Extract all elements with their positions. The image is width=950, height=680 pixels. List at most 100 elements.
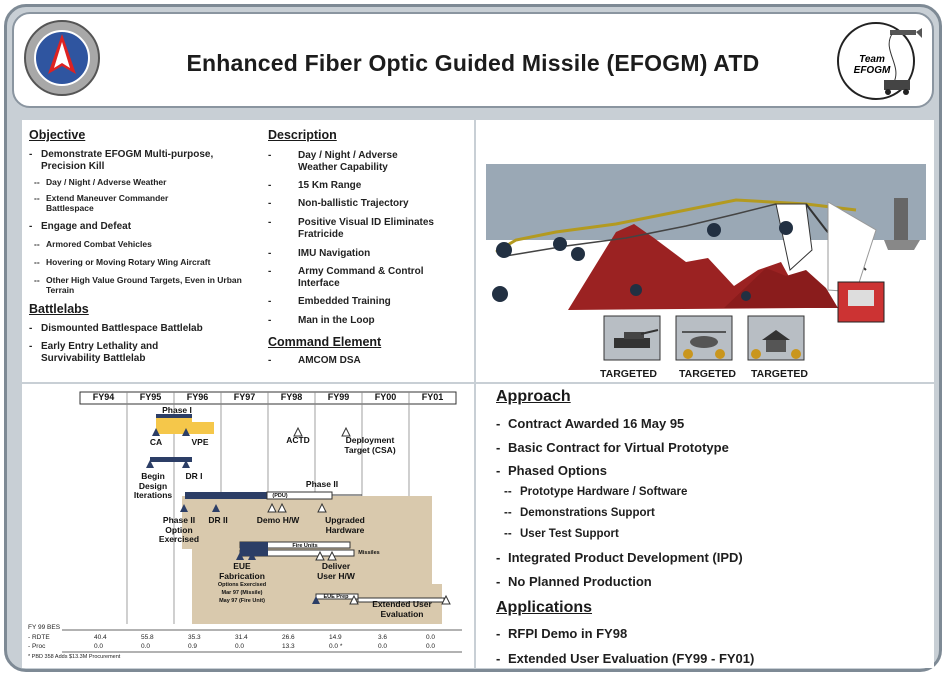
tower-icon [894, 198, 908, 242]
pdu-label: (PDU) [272, 493, 288, 499]
logo-efogm-text: EFOGM [854, 65, 891, 76]
approach-panel: Approach -Contract Awarded 16 May 95 -Ba… [476, 384, 934, 668]
objective-subitem: --Other High Value Ground Targets, Even … [34, 275, 242, 295]
phase1-label: Phase I [162, 405, 192, 415]
description-item: -Man in the Loop [268, 315, 375, 326]
funding-cell: 35.3 [188, 634, 201, 641]
fy-header: FY00 [374, 392, 397, 402]
objective-heading: Objective [29, 128, 86, 142]
description-item: -IMU Navigation [268, 248, 371, 259]
missile-option-date: Mar 97 (Missile) [221, 590, 263, 596]
eue-prep-label: EUE Prep [323, 594, 349, 600]
begin-design-label: Begin Design Iterations [133, 471, 173, 500]
description-item: -Embedded Training [268, 296, 391, 307]
approach-heading: Approach [496, 388, 571, 405]
actd-label: ACTD [286, 435, 310, 445]
objective-subitem: --Extend Maneuver Commander Battlespace [34, 193, 169, 213]
objective-item: -Demonstrate EFOGM Multi-purpose, Precis… [29, 149, 214, 172]
funding-cell: 0.0 [141, 643, 151, 650]
application-item: -RFPI Demo in FY98 [496, 626, 628, 641]
funding-row-label: - RDTE [28, 634, 50, 641]
target-building-image [747, 315, 805, 361]
vpe-label: VPE [191, 437, 209, 447]
funding-cell: 31.4 [235, 634, 248, 641]
funding-cell: 0.0 * [329, 643, 343, 650]
fy-header: FY01 [421, 392, 444, 402]
fire-unit-option-date: May 97 (Fire Unit) [219, 598, 265, 604]
dr1-label: DR I [185, 471, 203, 481]
description-item: -15 Km Range [268, 180, 362, 191]
fire-units-label: Fire Units [292, 543, 318, 549]
battlelab-item: -Dismounted Battlespace Battlelab [29, 323, 203, 334]
objective-subitem: --Hovering or Moving Rotary Wing Aircraf… [34, 257, 211, 267]
funding-note: * PBD 358 Adds $13.3M Procurement [28, 654, 121, 660]
eue-fabrication-label: EUE Fabrication [219, 561, 265, 581]
approach-item: -Contract Awarded 16 May 95 [496, 416, 685, 431]
demo-hw-label: Demo H/W [256, 515, 300, 525]
objective-item: -Engage and Defeat [29, 221, 132, 232]
funding-title: FY 99 BES [28, 624, 61, 631]
phase2-label: Phase II [305, 479, 339, 489]
target-label: TARGETED [600, 368, 657, 380]
description-heading: Description [268, 128, 337, 142]
description-item: -Positive Visual ID Eliminates Fratricid… [268, 217, 434, 240]
ca-label: CA [149, 437, 163, 447]
funding-cell: 0.0 [426, 643, 436, 650]
funding-cell: 40.4 [94, 634, 107, 641]
fy-header: FY98 [280, 392, 303, 402]
target-label: TARGETED [751, 368, 808, 380]
header-banner: Enhanced Fiber Optic Guided Missile (EFO… [12, 12, 934, 108]
fy-header: FY94 [92, 392, 115, 402]
team-efogm-logo-icon: Team EFOGM [837, 22, 922, 100]
logo-team-text: Team [859, 54, 885, 65]
options-exercised-label: Options Exercised [217, 582, 267, 588]
description-item: -Non-ballistic Trajectory [268, 198, 409, 209]
approach-item: -Basic Contract for Virtual Prototype [496, 440, 729, 455]
phase2-option-label: Phase II Option Exercised [158, 515, 200, 544]
funding-cell: 55.8 [141, 634, 154, 641]
deliver-hw-label: Deliver User H/W [317, 561, 355, 581]
dr2-label: DR II [208, 515, 228, 525]
funding-cell: 0.0 [378, 643, 388, 650]
fy-header: FY96 [186, 392, 209, 402]
upgraded-hw-label: Upgraded Hardware [325, 515, 365, 535]
page-title: Enhanced Fiber Optic Guided Missile (EFO… [186, 50, 760, 76]
funding-cell: 13.3 [282, 643, 295, 650]
command-element-item: -AMCOM DSA [268, 355, 361, 366]
objective-panel: Objective -Demonstrate EFOGM Multi-purpo… [22, 120, 474, 382]
fy-header: FY95 [139, 392, 162, 402]
objective-subitem: --Armored Combat Vehicles [34, 239, 152, 249]
fy-header: FY97 [233, 392, 256, 402]
description-item: -Day / Night / Adverse Weather Capabilit… [268, 150, 398, 173]
extended-eval-label: Extended User Evaluation [372, 599, 432, 619]
command-seal-icon [24, 20, 100, 96]
approach-item: -Integrated Product Development (IPD) [496, 550, 743, 565]
funding-cell: 0.0 [426, 634, 436, 641]
approach-item: -No Planned Production [496, 574, 652, 589]
target-helicopter-image [675, 315, 733, 361]
description-item: -Army Command & Control Interface [268, 266, 424, 289]
funding-cell: 14.9 [329, 634, 342, 641]
command-element-heading: Command Element [268, 335, 382, 349]
missiles-label: Missiles [358, 550, 380, 556]
funding-cell: 3.6 [378, 634, 388, 641]
approach-subitem: --Prototype Hardware / Software [504, 486, 688, 498]
approach-subitem: --Demonstrations Support [504, 507, 655, 519]
approach-item: -Phased Options [496, 463, 607, 478]
target-tank-image [603, 315, 661, 361]
funding-cell: 26.6 [282, 634, 295, 641]
funding-row-label: - Proc [28, 643, 46, 650]
applications-heading: Applications [496, 599, 593, 616]
fy-header: FY99 [327, 392, 350, 402]
target-label: TARGETED [679, 368, 736, 380]
funding-cell: 0.0 [94, 643, 104, 650]
funding-cell: 0.0 [235, 643, 245, 650]
battlelab-item: -Early Entry Lethality and Survivability… [29, 341, 159, 364]
objective-subitem: --Day / Night / Adverse Weather [34, 177, 167, 187]
battlelabs-heading: Battlelabs [29, 302, 89, 316]
phase2-shade [182, 496, 442, 624]
battlefield-illustration-panel: TARGETED TARGETED TARGETED [476, 120, 934, 382]
approach-subitem: --User Test Support [504, 528, 619, 540]
deployment-label: Deployment Target (CSA) [344, 435, 396, 455]
schedule-panel: FY94 FY95 FY96 FY97 FY98 FY99 FY00 FY01 … [22, 384, 474, 668]
